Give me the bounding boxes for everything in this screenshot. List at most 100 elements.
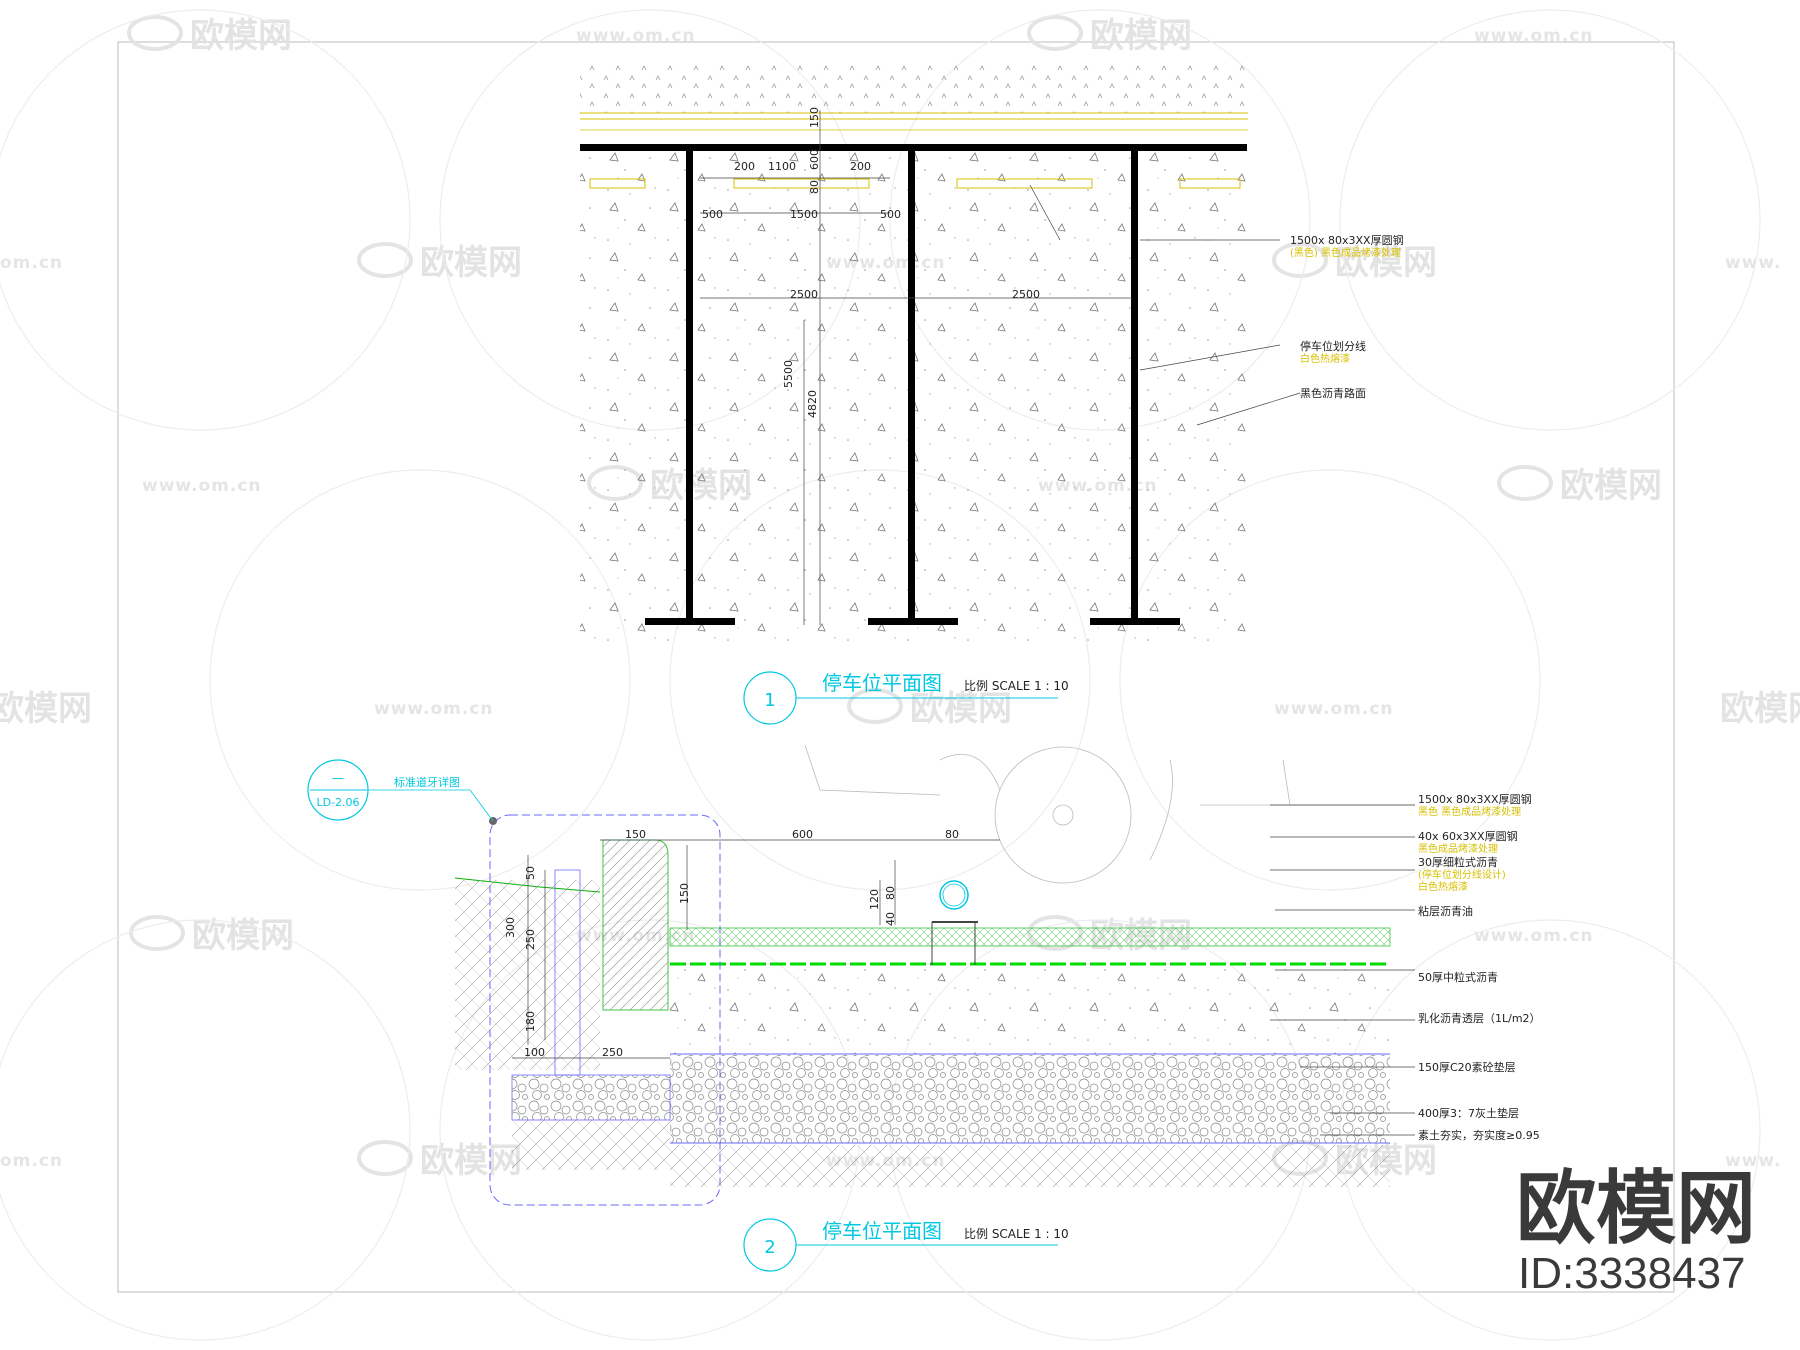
sdim-150-vert: 150 [678, 883, 691, 904]
divider-post-3 [1131, 150, 1138, 623]
layer-compacted-soil [670, 1145, 1390, 1187]
dim-200-right: 200 [850, 160, 871, 173]
snote-fine-asphalt-sub2: 白色热熔漆 [1418, 880, 1468, 893]
plan-note-divider-line: 停车位划分线 [1300, 339, 1366, 353]
section-title: 停车位平面图 [822, 1219, 942, 1243]
watermark-url-cut: www. [1725, 1151, 1782, 1171]
snote-lime-soil: 400厚3：7灰土垫层 [1418, 1106, 1519, 1120]
watermark-url: www.om.cn [374, 699, 494, 719]
svg-text:欧模网: 欧模网 [192, 916, 294, 956]
foot-bar-3 [1090, 618, 1180, 625]
plan-scale: 比例 SCALE 1 : 10 [964, 679, 1069, 693]
snote-round-steel-sub: 黑色 黑色成品烤漆处理 [1418, 805, 1521, 818]
plan-dimension-lines [700, 110, 1301, 625]
detail-ref-label: 标准道牙详图 [394, 775, 460, 789]
watermark-brand-cut: 欧模网 [0, 689, 92, 729]
sdim-250-horz: 250 [602, 1046, 623, 1059]
dim-600: 600 [808, 149, 821, 170]
snote-tack-coat: 粘层沥青油 [1418, 904, 1473, 918]
layer-lime-soil [670, 1055, 1390, 1143]
sdim-300: 300 [504, 917, 517, 938]
brand-id: ID:3338437 [1518, 1249, 1746, 1298]
watermark-brand: 欧模网 [357, 242, 522, 283]
dim-500-right: 500 [880, 208, 901, 221]
watermark-brand: 欧模网 [1027, 15, 1192, 56]
layer-concrete [670, 966, 1390, 1054]
watermark-brand: 欧模网 [127, 15, 292, 56]
section-title-number: 2 [764, 1237, 775, 1258]
dim-80: 80 [808, 180, 821, 194]
watermark-url: www.om.cn [1474, 26, 1594, 46]
dim-500-left: 500 [702, 208, 723, 221]
snote-small-steel-sub: 黑色成品烤漆处理 [1418, 842, 1498, 855]
snote-fine-asphalt: 30厚细粒式沥青 [1418, 855, 1498, 869]
dim-2500-left: 2500 [790, 288, 818, 301]
curb-stone [602, 839, 669, 1011]
layer-fine-asphalt [669, 927, 1391, 947]
snote-small-steel: 40x 60x3XX厚圆钢 [1418, 830, 1518, 843]
svg-text:欧模网: 欧模网 [190, 16, 292, 56]
section-scale: 比例 SCALE 1 : 10 [964, 1227, 1069, 1241]
watermark-brand: 欧模网 [847, 688, 1012, 729]
snote-prime-coat: 乳化沥青透层（1L/m2） [1418, 1011, 1541, 1025]
dim-4820: 4820 [806, 390, 819, 418]
dim-1500: 1500 [790, 208, 818, 221]
plan-note-steel-sub: (黑色) 黑色成品烤漆处理 [1290, 246, 1401, 259]
watermark-url-cut: om.cn [0, 253, 63, 273]
plan-title-number: 1 [764, 690, 775, 711]
brand-block: 欧模网 ID:3338437 [1516, 1164, 1756, 1298]
divider-post-1 [686, 150, 693, 623]
svg-text:欧模网: 欧模网 [1335, 243, 1437, 283]
snote-compacted-soil: 素土夯实，夯实度≥0.95 [1418, 1128, 1540, 1142]
foot-bar-2 [868, 618, 958, 625]
sdim-80-top: 80 [945, 828, 959, 841]
svg-text:欧模网: 欧模网 [1560, 466, 1662, 506]
snote-fine-asphalt-sub1: (停车位划分线设计) [1418, 868, 1506, 881]
snote-c20-concrete: 150厚C20素砼垫层 [1418, 1060, 1516, 1074]
watermark-url: www.om.cn [142, 476, 262, 496]
sdim-150-top: 150 [625, 828, 646, 841]
watermark-brand: 欧模网 [129, 915, 294, 956]
sdim-40: 40 [884, 912, 897, 926]
dim-5500: 5500 [782, 360, 795, 388]
snote-round-steel: 1500x 80x3XX厚圆钢 [1418, 793, 1532, 806]
sdim-250-vert: 250 [524, 929, 537, 950]
watermark-arc [209, 469, 631, 891]
section-view: — LD-2.06 标准道牙详图 150 600 80 50 150 300 [307, 744, 1541, 1272]
bumper-strips [589, 178, 1241, 189]
watermark-brand: 欧模网 [1272, 242, 1437, 283]
detail-callout-box [489, 814, 721, 1206]
sdim-50: 50 [524, 866, 537, 880]
sdim-120: 120 [868, 889, 881, 910]
watermark-brand: 欧模网 [1497, 465, 1662, 506]
dim-150: 150 [808, 107, 821, 128]
dim-200-left: 200 [734, 160, 755, 173]
dim-2500-right: 2500 [1012, 288, 1040, 301]
watermark-url: www.om.cn [576, 26, 696, 46]
svg-text:欧模网: 欧模网 [910, 689, 1012, 729]
watermark-url-cut: www. [1725, 253, 1782, 273]
divider-post-2 [908, 150, 915, 623]
snote-medium-asphalt: 50厚中粒式沥青 [1418, 970, 1498, 984]
sdim-80-vert: 80 [884, 886, 897, 900]
svg-text:欧模网: 欧模网 [1090, 16, 1192, 56]
foot-bar-1 [645, 618, 735, 625]
watermark-brand-cut: 欧模网 [1720, 689, 1800, 729]
brand-name: 欧模网 [1516, 1164, 1756, 1253]
section-dimension-lines [512, 804, 1415, 1136]
plan-title: 停车位平面图 [822, 671, 942, 695]
steel-ring-section [939, 880, 969, 910]
watermark-url: www.om.cn [1274, 699, 1394, 719]
svg-text:欧模网: 欧模网 [420, 1141, 522, 1181]
watermark-arc [0, 919, 411, 1341]
sdim-600: 600 [792, 828, 813, 841]
sheet-frame [117, 41, 1675, 1293]
top-steel-bar [580, 144, 1247, 151]
detail-ref-bubble [307, 759, 369, 821]
section-arc-geometry [804, 744, 1415, 884]
grass-band [580, 65, 1248, 113]
detail-ref-sheet: LD-2.06 [316, 796, 359, 809]
sdim-100: 100 [524, 1046, 545, 1059]
plan-note-divider-line-sub: 白色热熔漆 [1300, 352, 1350, 365]
